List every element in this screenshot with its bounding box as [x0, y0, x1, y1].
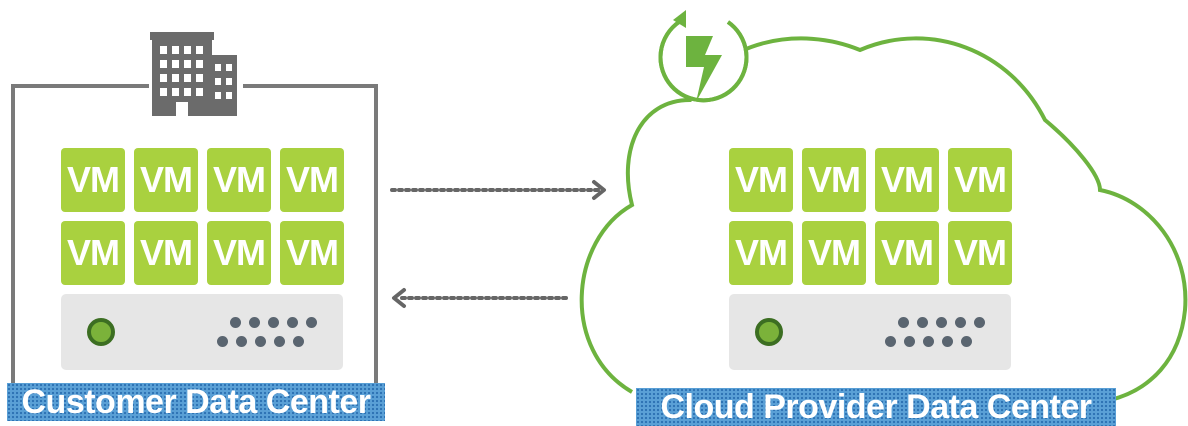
- vm-tile: VM: [802, 148, 866, 212]
- cloud-server: [729, 294, 1011, 370]
- lightning-bolt-icon: [686, 36, 722, 102]
- vent-dot: [898, 317, 909, 328]
- vm-tile: VM: [875, 221, 939, 285]
- vm-tile: VM: [280, 221, 344, 285]
- vm-tile: VM: [729, 221, 793, 285]
- power-led-icon: [87, 318, 115, 346]
- vm-tile: VM: [280, 148, 344, 212]
- vent-dot: [274, 336, 285, 347]
- vent-dot: [923, 336, 934, 347]
- vent-dot: [255, 336, 266, 347]
- vent-dot: [230, 317, 241, 328]
- cloud-outline: [579, 36, 1188, 402]
- vent-dot: [287, 317, 298, 328]
- power-led-icon: [755, 318, 783, 346]
- arrow-to-cloud: [390, 180, 606, 200]
- vent-dot: [955, 317, 966, 328]
- vent-dot: [306, 317, 317, 328]
- vent-dot: [917, 317, 928, 328]
- vent-dot: [885, 336, 896, 347]
- vent-dot: [961, 336, 972, 347]
- vm-tile: VM: [948, 221, 1012, 285]
- vent-dot: [974, 317, 985, 328]
- arrow-to-customer: [392, 288, 568, 308]
- vent-dot: [236, 336, 247, 347]
- vm-tile: VM: [802, 221, 866, 285]
- frame-top-right: [243, 84, 378, 88]
- vent-dot: [904, 336, 915, 347]
- vm-tile: VM: [134, 221, 198, 285]
- vm-tile: VM: [134, 148, 198, 212]
- vent-dot: [942, 336, 953, 347]
- cloud-data-center-label: Cloud Provider Data Center: [636, 388, 1116, 426]
- vm-tile: VM: [948, 148, 1012, 212]
- vm-tile: VM: [207, 221, 271, 285]
- vm-tile: VM: [875, 148, 939, 212]
- vm-tile: VM: [61, 148, 125, 212]
- office-building-icon: [150, 32, 237, 116]
- frame-top-left: [11, 84, 149, 88]
- vent-dot: [268, 317, 279, 328]
- vent-dot: [217, 336, 228, 347]
- frame-left: [11, 84, 15, 384]
- frame-right: [374, 84, 378, 384]
- vm-tile: VM: [729, 148, 793, 212]
- vent-dot: [936, 317, 947, 328]
- vm-tile: VM: [61, 221, 125, 285]
- customer-server: [61, 294, 343, 370]
- vent-dot: [293, 336, 304, 347]
- vm-tile: VM: [207, 148, 271, 212]
- customer-data-center-label: Customer Data Center: [7, 383, 385, 421]
- vent-dot: [249, 317, 260, 328]
